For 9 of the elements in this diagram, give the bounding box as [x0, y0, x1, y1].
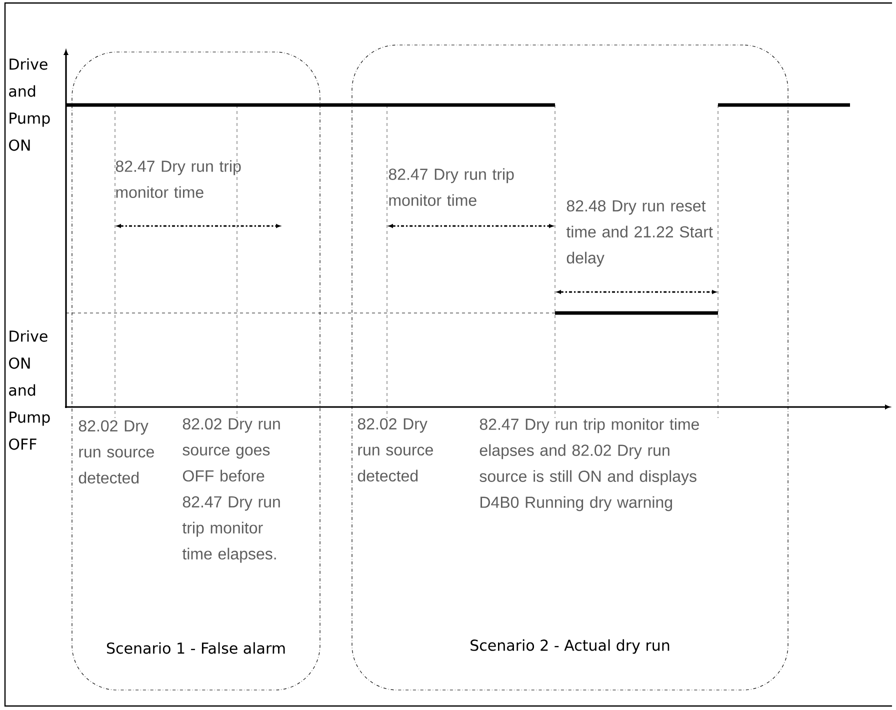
- annotation-text: 82.48 Dry run reset time and 21.22 Start delay: [566, 200, 713, 267]
- annotation-text: 82.02 Dry run source detected: [358, 418, 433, 482]
- annotation-text: Drive and Pump ON: [9, 58, 50, 151]
- annotation-text: 82.47 Dry run trip monitor time: [388, 168, 514, 206]
- annotation-text: 82.47 Dry run trip monitor time: [116, 160, 241, 198]
- annotation-text: 82.47 Dry run trip monitor time elapses and 82.02 Dry run source is still ON and displays D4B0 Running dry warning: [480, 418, 699, 512]
- annotation-text: 82.02 Dry run source detected: [78, 420, 154, 484]
- annotation-text: Drive ON and Pump OFF: [9, 330, 50, 450]
- annotation-text: 82.02 Dry run source goes OFF before 82.47 Dry run trip monitor time elapses.: [182, 418, 280, 563]
